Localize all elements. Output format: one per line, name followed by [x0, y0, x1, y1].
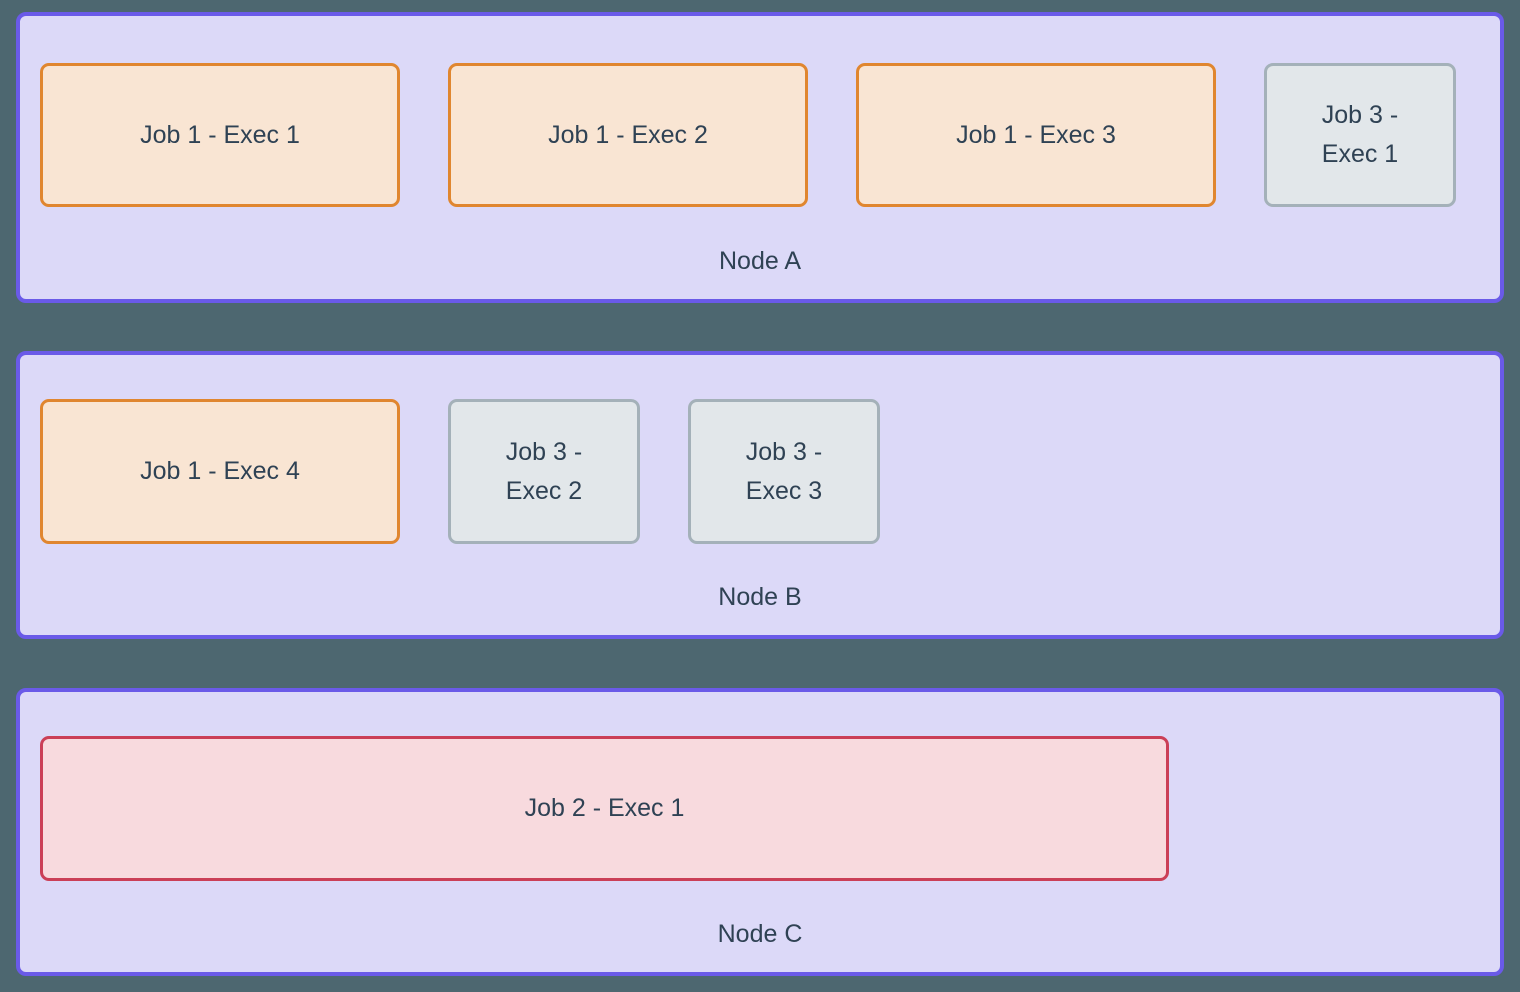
executor-job3-exec3: Job 3 - Exec 3: [688, 399, 880, 544]
node-c: Job 2 - Exec 1 Node C: [16, 688, 1504, 976]
executor-label: Job 1 - Exec 1: [140, 120, 300, 149]
executor-label: Job 3 - Exec 1: [1321, 101, 1399, 168]
executor-label: Job 3 - Exec 3: [745, 437, 823, 505]
executor-job1-exec4: Job 1 - Exec 4: [40, 399, 400, 544]
executor-job2-exec1: Job 2 - Exec 1: [40, 736, 1169, 881]
executor-label: Job 2 - Exec 1: [524, 794, 685, 823]
node-a: Job 1 - Exec 1 Job 1 - Exec 2 Job 1 - Ex…: [16, 12, 1504, 303]
node-c-label: Node C: [717, 920, 803, 948]
node-b: Job 1 - Exec 4 Job 3 - Exec 2 Job 3 - Ex…: [16, 351, 1504, 639]
node-a-label: Node A: [718, 247, 801, 275]
executor-label: Job 3 - Exec 2: [505, 437, 583, 505]
executor-label: Job 1 - Exec 2: [548, 120, 708, 149]
executor-label: Job 1 - Exec 4: [140, 457, 300, 486]
executor-label: Job 1 - Exec 3: [956, 120, 1116, 149]
executor-job1-exec1: Job 1 - Exec 1: [40, 63, 400, 207]
executor-job3-exec2: Job 3 - Exec 2: [448, 399, 640, 544]
executor-job3-exec1: Job 3 - Exec 1: [1264, 63, 1456, 207]
executor-job1-exec2: Job 1 - Exec 2: [448, 63, 808, 207]
executor-job1-exec3: Job 1 - Exec 3: [856, 63, 1216, 207]
node-b-label: Node B: [718, 583, 802, 611]
